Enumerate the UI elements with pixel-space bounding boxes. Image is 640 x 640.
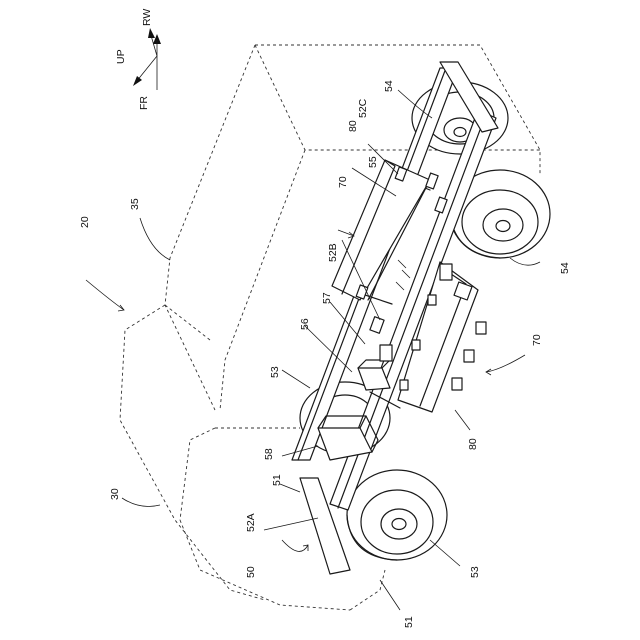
ref-51-top: 51 <box>271 474 283 486</box>
ref-54-bottom: 54 <box>559 262 571 274</box>
ref-70-top: 70 <box>337 176 349 188</box>
ref-55: 55 <box>367 156 379 168</box>
ref-35: 35 <box>129 198 141 210</box>
ref-52c: 52C <box>357 98 369 118</box>
ref-53-top: 53 <box>269 366 281 378</box>
front-wheel-lower <box>347 470 447 560</box>
ref-58: 58 <box>263 448 275 460</box>
ref-52a: 52A <box>245 513 257 532</box>
label-rw: RW <box>141 9 153 26</box>
ref-51-bottom: 51 <box>403 616 415 628</box>
label-fr: FR <box>138 96 150 110</box>
direction-axes: UP RW FR <box>115 9 161 110</box>
ref-30: 30 <box>109 488 121 500</box>
component-56-57 <box>358 317 392 390</box>
component-55 <box>396 260 410 290</box>
ref-54-top: 54 <box>383 80 395 92</box>
label-up: UP <box>115 49 127 64</box>
ref-20: 20 <box>79 216 91 228</box>
ref-70-bottom: 70 <box>531 334 543 346</box>
ref-80-top: 80 <box>347 120 359 132</box>
ref-50: 50 <box>245 566 257 578</box>
ref-56: 56 <box>299 318 311 330</box>
arrow-fr-icon <box>133 76 142 86</box>
ref-57: 57 <box>321 292 333 304</box>
ref-52b: 52B <box>327 243 339 262</box>
ref-53-bottom: 53 <box>469 566 481 578</box>
ref-80-bottom: 80 <box>467 438 479 450</box>
arrow-rw-icon <box>148 28 155 38</box>
